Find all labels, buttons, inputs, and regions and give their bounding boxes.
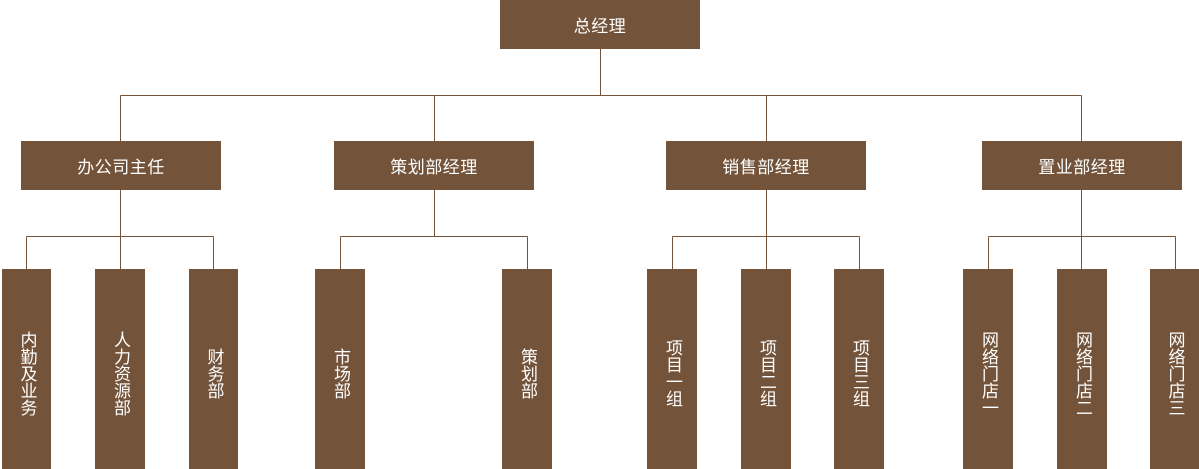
- org-node-human-resources: 人力资源部: [95, 269, 145, 469]
- org-node-label: 人力资源部: [110, 330, 130, 416]
- org-node-label: 办公司主任: [77, 158, 165, 178]
- org-node-label: 网络门店一: [978, 330, 998, 416]
- org-node-label: 网络门店二: [1072, 330, 1092, 416]
- org-node-project-group-2: 项目二组: [741, 269, 791, 469]
- org-node-label: 项目二组: [756, 339, 776, 407]
- org-node-label: 项目一组: [662, 339, 682, 407]
- org-node-project-group-1: 项目一组: [647, 269, 697, 469]
- org-node-root: 总经理: [500, 0, 700, 49]
- org-node-project-group-3: 项目三组: [834, 269, 884, 469]
- org-node-label: 销售部经理: [722, 158, 810, 178]
- org-node-online-store-1: 网络门店一: [963, 269, 1013, 469]
- org-node-label: 内勤及业务: [16, 330, 37, 416]
- org-node-internal-affairs: 内勤及业务: [2, 269, 51, 469]
- org-node-label: 置业部经理: [1038, 158, 1126, 178]
- org-node-office-director: 办公司主任: [21, 141, 221, 190]
- org-node-label: 市场部: [330, 347, 350, 399]
- org-node-finance: 财务部: [189, 269, 238, 469]
- org-node-online-store-3: 网络门店三: [1150, 269, 1199, 469]
- org-node-label: 策划部经理: [390, 158, 478, 178]
- org-node-property-manager: 置业部经理: [982, 141, 1182, 190]
- org-node-online-store-2: 网络门店二: [1057, 269, 1107, 469]
- org-node-label: 网络门店三: [1164, 330, 1185, 416]
- org-node-planning-manager: 策划部经理: [334, 141, 534, 190]
- org-node-label: 总经理: [573, 17, 627, 37]
- org-node-label: 策划部: [517, 347, 537, 399]
- org-node-marketing: 市场部: [315, 269, 365, 469]
- org-node-label: 项目三组: [849, 339, 869, 407]
- org-node-label: 财务部: [203, 347, 224, 399]
- org-node-planning: 策划部: [502, 269, 552, 469]
- org-node-sales-manager: 销售部经理: [666, 141, 866, 190]
